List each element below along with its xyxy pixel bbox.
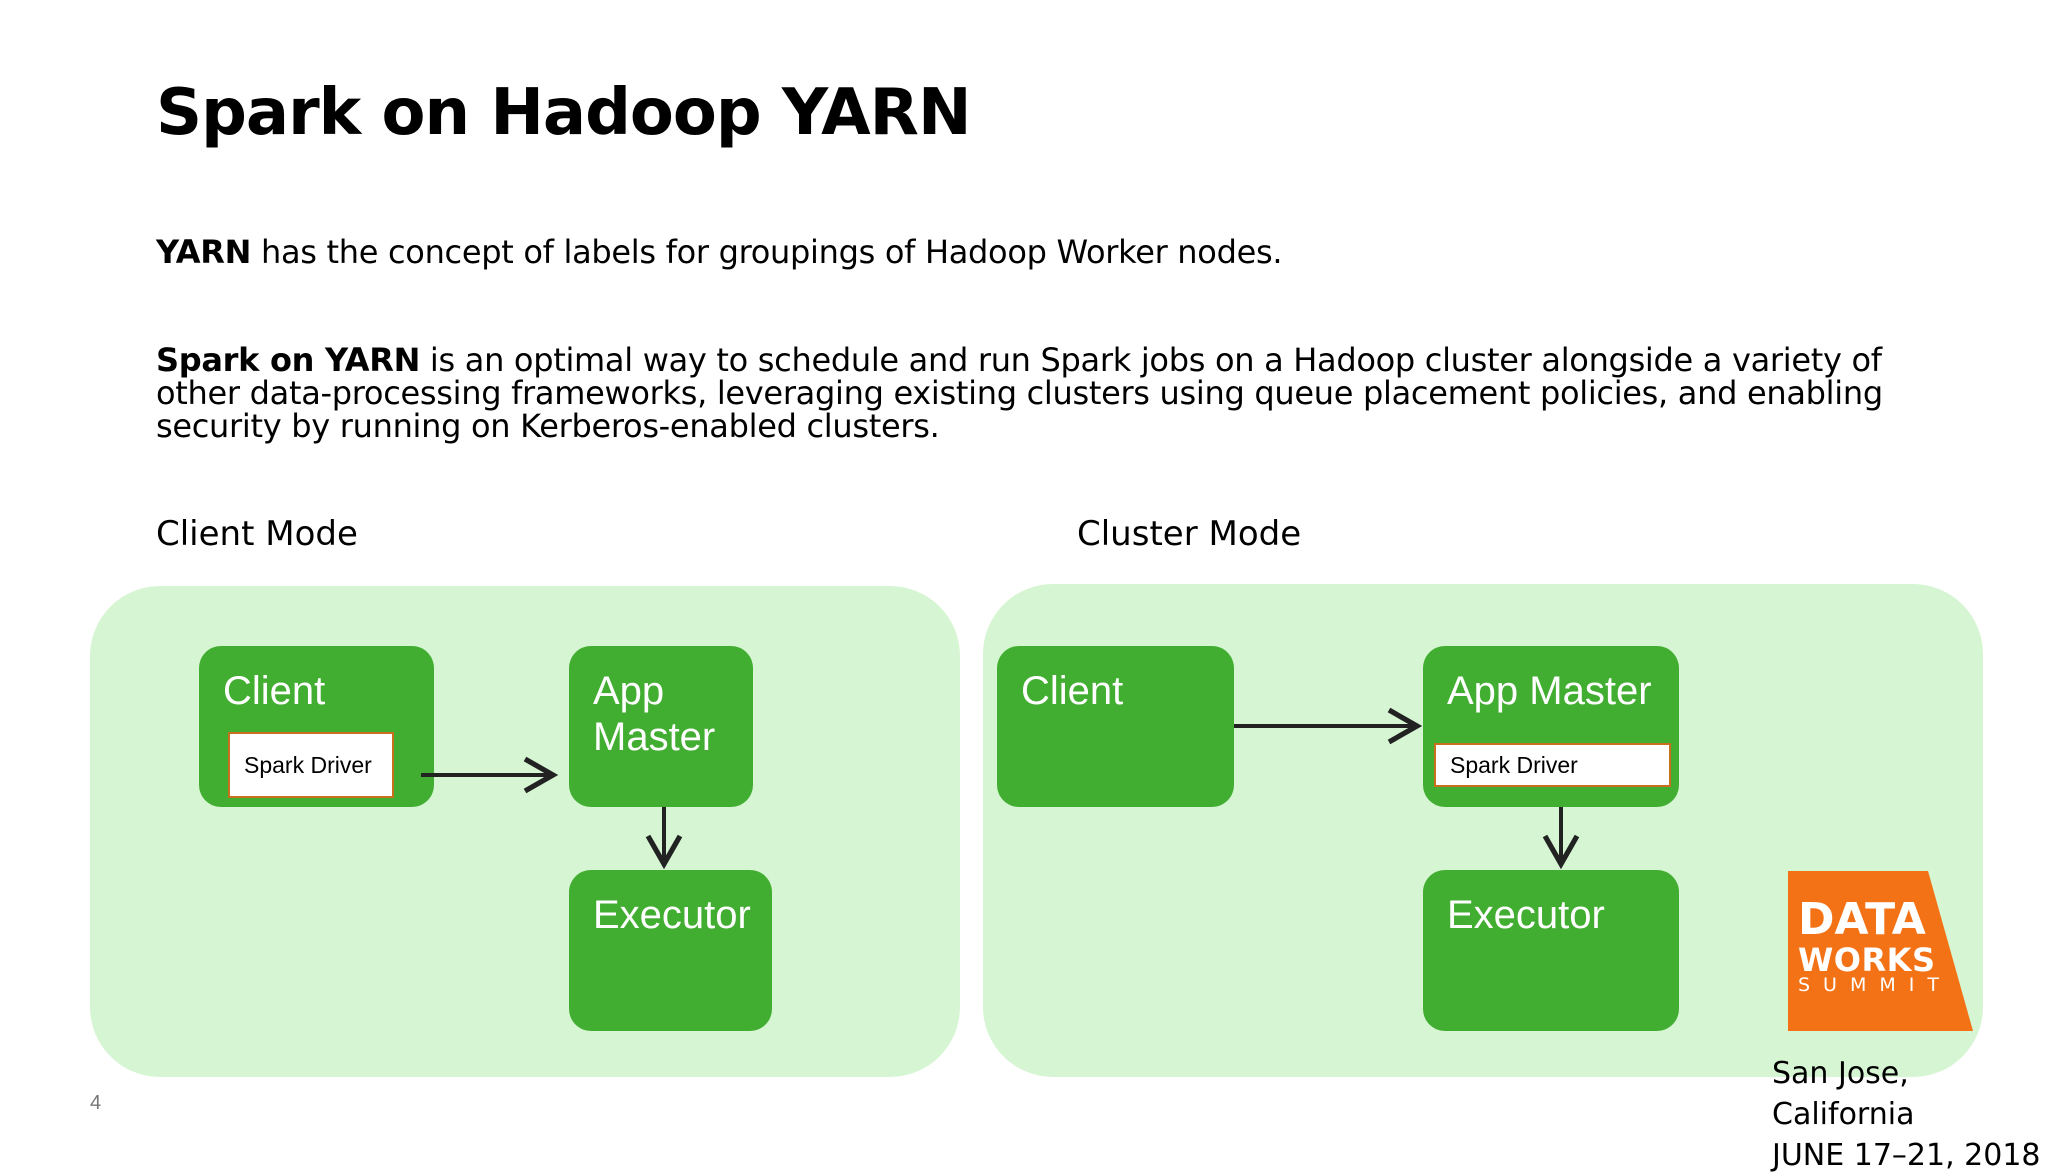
yarn-text: has the concept of labels for groupings … xyxy=(251,233,1283,271)
client-mode-client-label: Client xyxy=(223,669,326,713)
slide-title: Spark on Hadoop YARN xyxy=(156,76,971,150)
yarn-paragraph: YARN has the concept of labels for group… xyxy=(156,236,1896,269)
cluster-mode-spark-driver: Spark Driver xyxy=(1434,743,1671,787)
client-mode-label: Client Mode xyxy=(156,514,358,554)
client-mode-executor-box: Executor xyxy=(569,870,772,1031)
client-mode-app-master-label: App Master xyxy=(593,669,716,759)
yarn-bold: YARN xyxy=(156,233,252,271)
client-mode-spark-driver: Spark Driver xyxy=(228,732,394,798)
client-mode-app-master-box: App Master xyxy=(569,646,753,807)
spark-on-yarn-text: is an optimal way to schedule and run Sp… xyxy=(156,341,1883,445)
logo-text-summit: SUMMIT xyxy=(1798,974,1952,996)
flow-arrows xyxy=(421,707,1580,870)
cluster-mode-app-master-label: App Master xyxy=(1447,669,1652,713)
cluster-mode-client-label: Client xyxy=(1021,669,1124,713)
cluster-mode-client-box: Client xyxy=(997,646,1234,807)
cluster-mode-executor-box: Executor xyxy=(1423,870,1679,1031)
event-dates: JUNE 17–21, 2018 xyxy=(1772,1138,2041,1173)
logo-text-works: WORKS xyxy=(1798,941,1936,979)
cluster-mode-label: Cluster Mode xyxy=(1077,514,1302,554)
page-number: 4 xyxy=(90,1092,102,1114)
spark-on-yarn-bold: Spark on YARN xyxy=(156,341,421,379)
event-info: San Jose, California JUNE 17–21, 2018 xyxy=(1772,1053,2048,1176)
client-mode-executor-label: Executor xyxy=(593,893,751,937)
event-location: San Jose, California xyxy=(1772,1056,1915,1132)
dataworks-summit-logo xyxy=(1788,871,1973,1031)
spark-on-yarn-paragraph: Spark on YARN is an optimal way to sched… xyxy=(156,344,1896,443)
cluster-mode-executor-label: Executor xyxy=(1447,893,1605,937)
logo-shape xyxy=(1788,871,1973,1031)
logo-text-data: DATA xyxy=(1798,894,1926,945)
